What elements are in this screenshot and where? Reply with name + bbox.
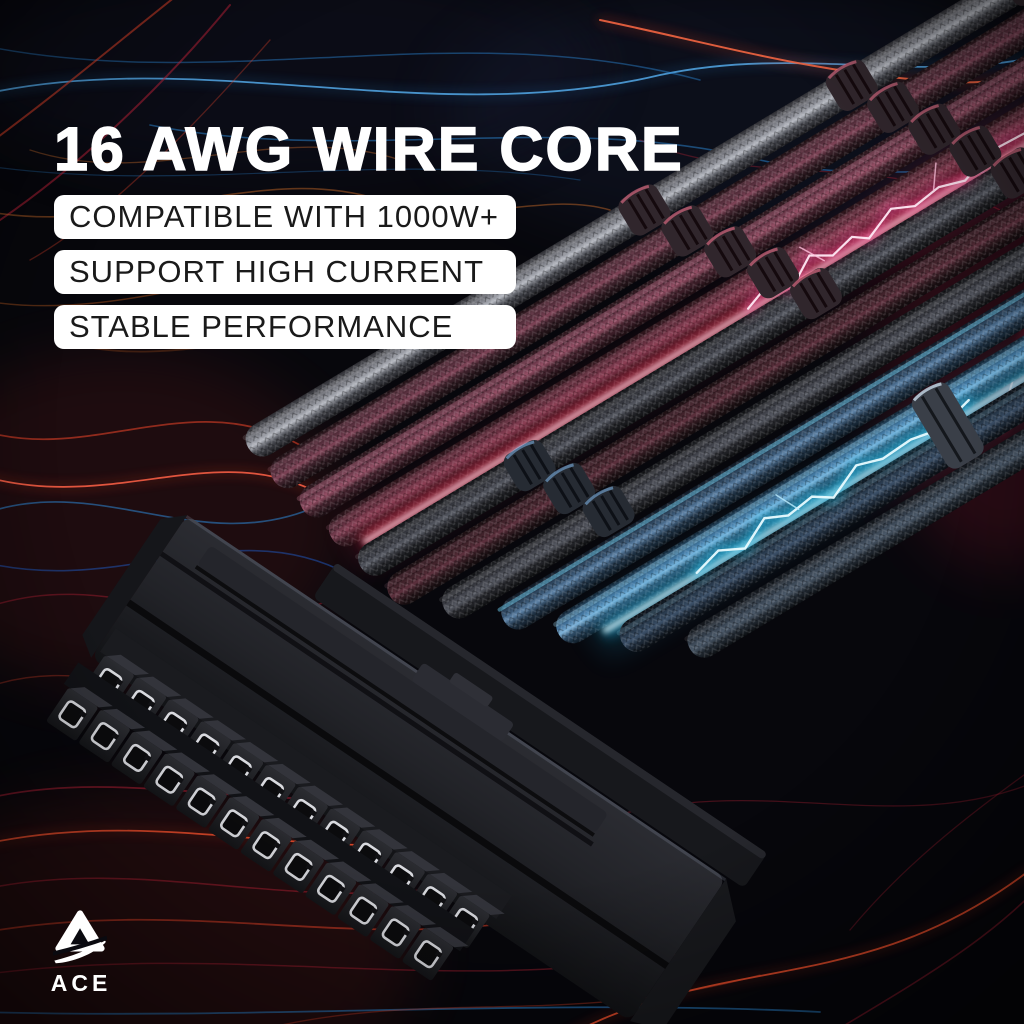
- feature-pill-1-label: COMPATIBLE WITH 1000W+: [69, 199, 499, 234]
- feature-pill-1: COMPATIBLE WITH 1000W+: [54, 195, 516, 239]
- feature-pill-3: STABLE PERFORMANCE: [54, 305, 516, 349]
- brand-logo: ACE: [44, 908, 116, 997]
- headline-block: 16 AWG WIRE CORE COMPATIBLE WITH 1000W+ …: [53, 115, 684, 360]
- feature-pill-2: SUPPORT HIGH CURRENT: [54, 250, 516, 294]
- page-title: 16 AWG WIRE CORE: [53, 115, 684, 183]
- feature-pill-2-label: SUPPORT HIGH CURRENT: [69, 254, 485, 289]
- feature-pill-3-label: STABLE PERFORMANCE: [69, 309, 454, 344]
- ace-triangle-swoosh-icon: [53, 910, 107, 964]
- brand-name: ACE: [50, 970, 112, 996]
